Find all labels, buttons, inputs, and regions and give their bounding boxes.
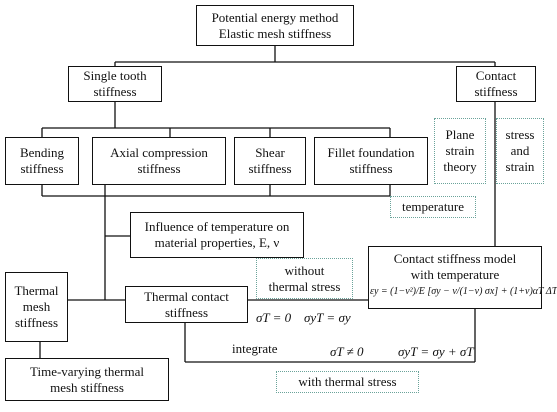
plane-strain-line2: strain bbox=[445, 143, 475, 158]
thermal-mesh-line3: stiffness bbox=[14, 315, 59, 330]
time-varying-line2: mesh stiffness bbox=[50, 379, 124, 395]
single-tooth-line2: stiffness bbox=[93, 84, 137, 99]
shear-node: Shear stiffness bbox=[234, 137, 306, 185]
shear-line1: Shear bbox=[255, 145, 285, 160]
single-tooth-line1: Single tooth bbox=[83, 68, 147, 83]
root-line1: Potential energy method bbox=[211, 9, 339, 25]
without-thermal-stress-note: without thermal stress bbox=[256, 258, 353, 299]
fillet-line1: Fillet foundation bbox=[327, 145, 415, 160]
axial-node: Axial compression stiffness bbox=[92, 137, 226, 185]
sigma-t-zero-label: σT = 0 bbox=[256, 310, 292, 325]
without-line2: thermal stress bbox=[268, 278, 341, 294]
fillet-line2: stiffness bbox=[349, 161, 393, 176]
root-node: Potential energy method Elastic mesh sti… bbox=[196, 5, 354, 46]
plane-strain-line1: Plane bbox=[445, 127, 475, 142]
stress-strain-line1: stress bbox=[505, 127, 535, 142]
single-tooth-node: Single tooth stiffness bbox=[68, 66, 162, 102]
time-varying-node: Time-varying thermal mesh stiffness bbox=[5, 358, 169, 401]
sigma-yt-equals-label: σyT = σy bbox=[304, 310, 351, 325]
thermal-mesh-node: Thermal mesh stiffness bbox=[5, 272, 68, 342]
thermal-contact-line1: Thermal contact bbox=[144, 288, 229, 304]
contact-line2: stiffness bbox=[474, 84, 518, 99]
integrate-label: integrate bbox=[232, 341, 278, 356]
bending-line2: stiffness bbox=[20, 161, 64, 176]
root-line2: Elastic mesh stiffness bbox=[218, 25, 332, 41]
sigma-t-nonzero-label: σT ≠ 0 bbox=[330, 344, 364, 359]
with-thermal-label: with thermal stress bbox=[298, 374, 397, 389]
strain-formula: εy = (1−ν²)/E [σy − ν/(1−ν) σx] + (1+ν)α… bbox=[370, 286, 557, 297]
plane-strain-line3: theory bbox=[443, 159, 477, 174]
without-line1: without bbox=[284, 262, 325, 278]
time-varying-line1: Time-varying thermal bbox=[30, 363, 144, 379]
temperature-label: temperature bbox=[401, 199, 465, 214]
shear-line2: stiffness bbox=[248, 161, 292, 176]
stress-strain-line2: and bbox=[510, 143, 530, 158]
axial-line1: Axial compression bbox=[110, 145, 208, 160]
fillet-node: Fillet foundation stiffness bbox=[314, 137, 428, 185]
with-thermal-stress-note: with thermal stress bbox=[276, 371, 419, 393]
thermal-contact-node: Thermal contact stiffness bbox=[125, 286, 248, 323]
axial-line2: stiffness bbox=[137, 161, 181, 176]
thermal-contact-line2: stiffness bbox=[164, 304, 209, 320]
temperature-influence-node: Influence of temperature on material pro… bbox=[130, 212, 304, 258]
temp-influence-line1: Influence of temperature on bbox=[144, 219, 290, 234]
temp-influence-line2: material properties, E, ν bbox=[154, 235, 280, 250]
thermal-mesh-line1: Thermal bbox=[14, 283, 59, 298]
plane-strain-note: Plane strain theory bbox=[434, 118, 486, 184]
stress-strain-note: stress and strain bbox=[496, 118, 544, 184]
contact-line1: Contact bbox=[475, 68, 517, 83]
bending-node: Bending stiffness bbox=[5, 137, 79, 185]
bending-line1: Bending bbox=[19, 145, 65, 160]
contact-model-node: Contact stiffness model with temperature bbox=[368, 246, 542, 309]
thermal-mesh-line2: mesh bbox=[22, 299, 51, 314]
contact-node: Contact stiffness bbox=[456, 66, 536, 102]
contact-model-line2: with temperature bbox=[410, 267, 500, 282]
contact-model-line1: Contact stiffness model bbox=[393, 251, 517, 266]
sigma-yt-sum-label: σyT = σy + σT bbox=[398, 344, 474, 359]
temperature-note: temperature bbox=[390, 196, 476, 218]
stress-strain-line3: strain bbox=[505, 159, 535, 174]
